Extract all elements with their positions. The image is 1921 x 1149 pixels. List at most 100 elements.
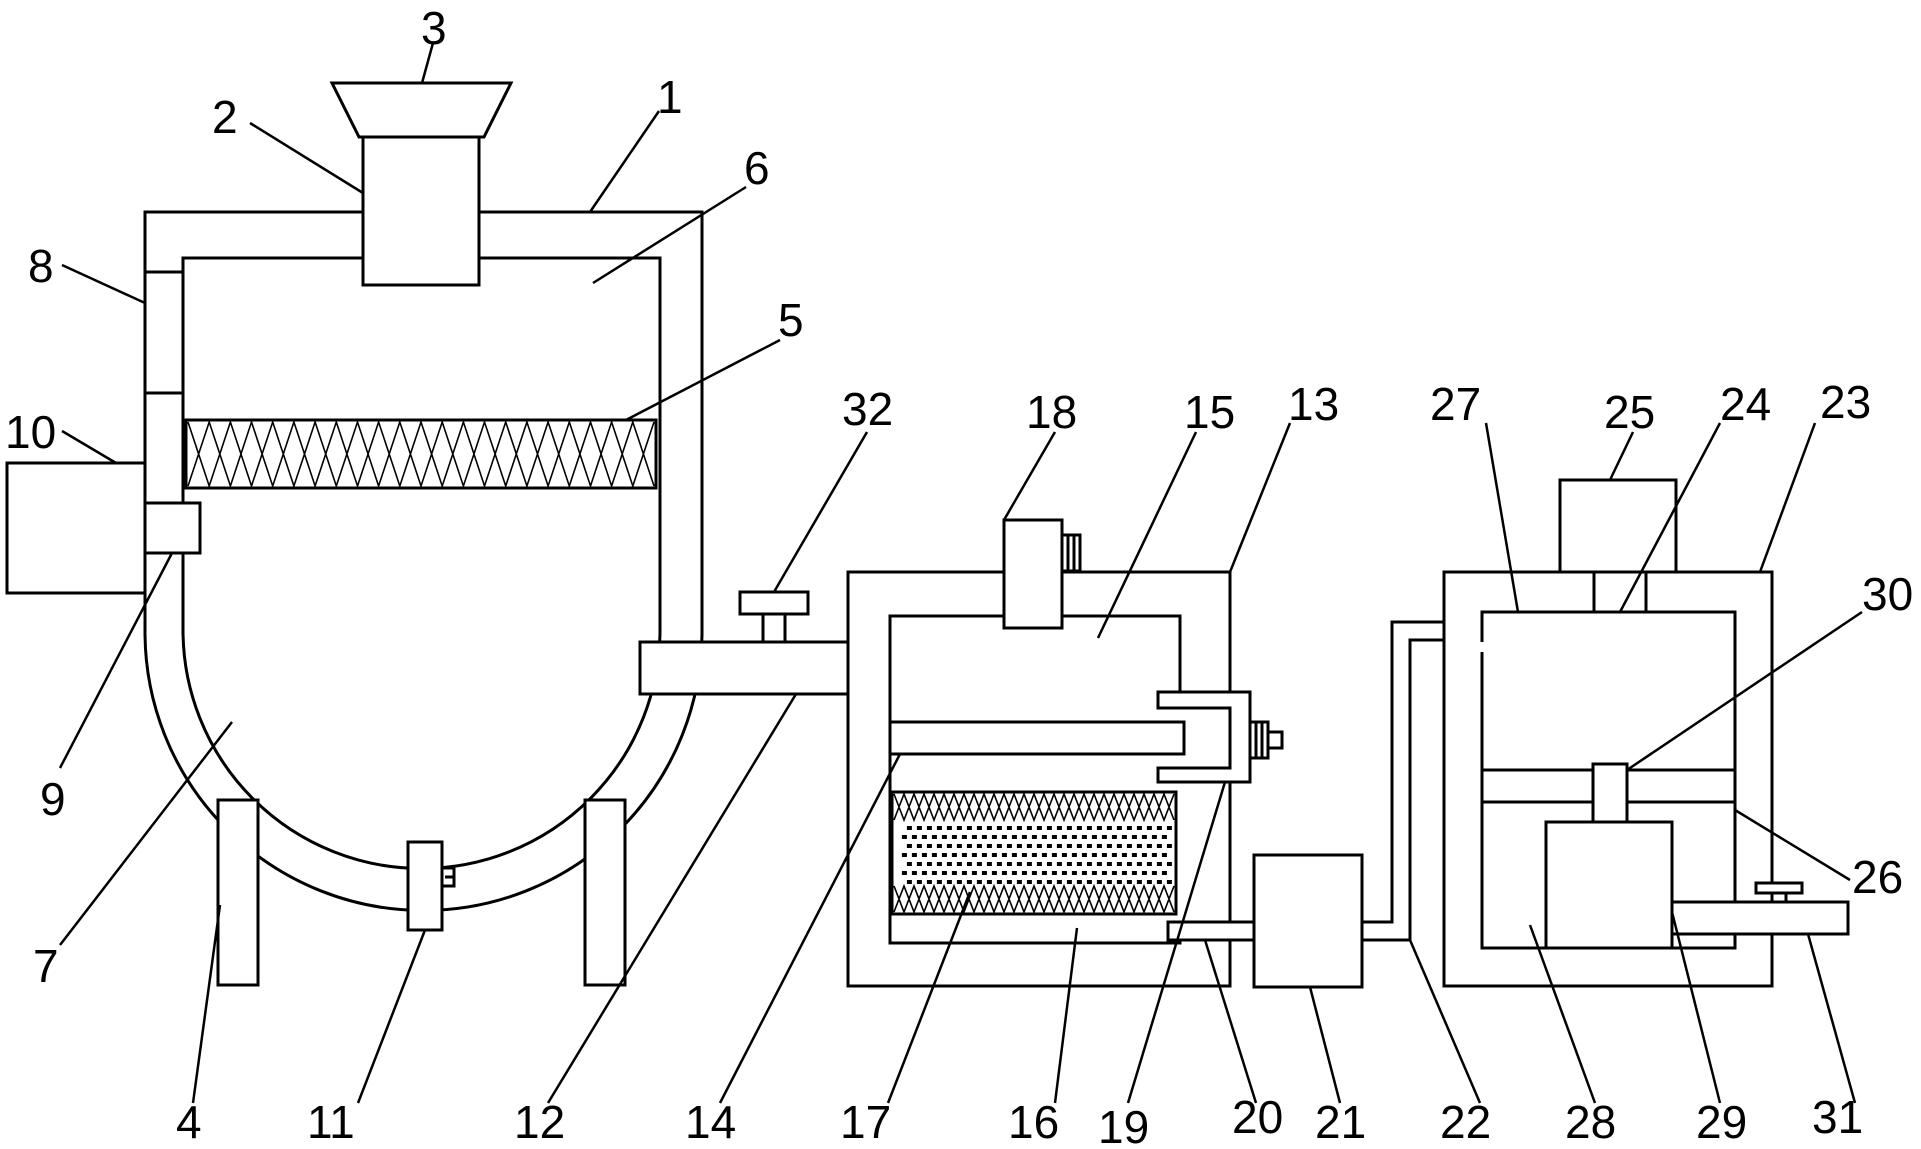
leader-28 bbox=[1528, 924, 1597, 1104]
label-4: 4 bbox=[176, 1096, 202, 1148]
cartridge-mesh-dot bbox=[951, 871, 957, 875]
cartridge-mesh-dot bbox=[1111, 853, 1117, 857]
leader-22 bbox=[1408, 939, 1482, 1104]
leader-24 bbox=[1618, 422, 1722, 613]
cartridge-mesh-dot bbox=[1026, 844, 1032, 848]
label-17: 17 bbox=[840, 1096, 891, 1148]
label-6: 6 bbox=[744, 142, 770, 194]
drawer-clamp-knob bbox=[1248, 720, 1270, 760]
cartridge-mesh-dot bbox=[1086, 880, 1092, 884]
cartridge-mesh-dot bbox=[1141, 871, 1147, 875]
cartridge-mesh-dot bbox=[1166, 826, 1172, 830]
label-16: 16 bbox=[1008, 1096, 1059, 1148]
cartridge-mesh-dot bbox=[946, 862, 952, 866]
cartridge-mesh-dot bbox=[1026, 862, 1032, 866]
cartridge-mesh-dot bbox=[1011, 853, 1017, 857]
cartridge-mesh-dot bbox=[1086, 844, 1092, 848]
cartridge-mesh-dot bbox=[981, 835, 987, 839]
cartridge-mesh-dot bbox=[906, 880, 912, 884]
cartridge-mesh-dot bbox=[1056, 844, 1062, 848]
hopper-funnel bbox=[329, 81, 514, 139]
cartridge-mesh-dot bbox=[1111, 835, 1117, 839]
cartridge-mesh-dot bbox=[956, 862, 962, 866]
label-2: 2 bbox=[212, 91, 238, 143]
cartridge-zigzag-band bbox=[893, 883, 1175, 915]
label-27: 27 bbox=[1430, 378, 1481, 430]
cartridge-mesh-dot bbox=[1141, 835, 1147, 839]
label-7: 7 bbox=[33, 940, 59, 992]
cartridge-mesh-dot bbox=[1161, 871, 1167, 875]
cartridge-mesh-dot bbox=[1146, 862, 1152, 866]
cartridge-mesh-dot bbox=[956, 844, 962, 848]
top-motor-body bbox=[1558, 478, 1678, 574]
label-22: 22 bbox=[1440, 1096, 1491, 1148]
cartridge-mesh-dot bbox=[1146, 880, 1152, 884]
cartridge-mesh-dot bbox=[1121, 853, 1127, 857]
leader-4 bbox=[191, 904, 222, 1104]
cartridge-mesh-dot bbox=[1076, 862, 1082, 866]
filter-mesh-pattern bbox=[187, 419, 655, 489]
cartridge-mesh-dot bbox=[1136, 826, 1142, 830]
feed-pipe bbox=[361, 135, 481, 287]
leader-27 bbox=[1484, 422, 1520, 613]
cartridge-mesh-dot bbox=[911, 871, 917, 875]
cartridge-mesh-dot bbox=[1131, 853, 1137, 857]
cartridge-mesh-dot bbox=[1046, 880, 1052, 884]
cartridge-mesh-dot bbox=[1051, 835, 1057, 839]
pump bbox=[1252, 853, 1364, 989]
cartridge-mesh-dot bbox=[1021, 835, 1027, 839]
cartridge-mesh-dot bbox=[906, 826, 912, 830]
cartridge-mesh-dot bbox=[1006, 844, 1012, 848]
left-leg bbox=[216, 798, 260, 987]
cartridge-mesh-dot bbox=[1141, 853, 1147, 857]
cartridge-mesh-dot bbox=[996, 844, 1002, 848]
cartridge-mesh-dot bbox=[936, 844, 942, 848]
cartridge-mesh-dot bbox=[1151, 853, 1157, 857]
drawer-clamp-pin bbox=[1266, 730, 1284, 750]
cartridge-mesh-dot bbox=[911, 853, 917, 857]
leader-26 bbox=[1734, 808, 1851, 882]
label-32: 32 bbox=[842, 383, 893, 435]
leader-16 bbox=[1053, 927, 1079, 1104]
cartridge-mesh-dot bbox=[976, 862, 982, 866]
cartridge-mesh-dot bbox=[1011, 835, 1017, 839]
label-30: 30 bbox=[1862, 568, 1913, 620]
cartridge-mesh-dot bbox=[1011, 871, 1017, 875]
cartridge-mesh-dot bbox=[911, 835, 917, 839]
cartridge-mesh-dot bbox=[926, 844, 932, 848]
cartridge-mesh-dot bbox=[1071, 871, 1077, 875]
cartridge-mesh-dot bbox=[971, 853, 977, 857]
label-15: 15 bbox=[1184, 386, 1235, 438]
leader-18 bbox=[1002, 431, 1057, 521]
cartridge-mesh-dot bbox=[1136, 844, 1142, 848]
cartridge-mesh-dot bbox=[1016, 880, 1022, 884]
cartridge-mesh-dot bbox=[1126, 880, 1132, 884]
cartridge-mesh-dot bbox=[966, 862, 972, 866]
agitator-motor bbox=[1544, 820, 1674, 950]
cartridge-mesh-dot bbox=[901, 835, 907, 839]
cartridge-mesh-dot bbox=[916, 826, 922, 830]
leader-2 bbox=[249, 121, 364, 195]
cartridge-mesh-dot bbox=[976, 826, 982, 830]
cartridge-mesh-dot bbox=[921, 853, 927, 857]
cartridge-mesh-dot bbox=[946, 826, 952, 830]
cartridge-mesh-dot bbox=[1041, 835, 1047, 839]
cartridge-mesh-dot bbox=[1096, 862, 1102, 866]
leader-15 bbox=[1096, 431, 1198, 639]
label-20: 20 bbox=[1232, 1091, 1283, 1143]
leader-1 bbox=[588, 110, 661, 213]
cartridge-mesh-dot bbox=[1016, 826, 1022, 830]
cartridge-mesh-dot bbox=[1136, 880, 1142, 884]
cartridge-mesh-dot bbox=[1036, 862, 1042, 866]
cartridge-mesh-dot bbox=[1116, 826, 1122, 830]
cartridge-mesh-dot bbox=[901, 871, 907, 875]
cartridge-mesh-dot bbox=[1021, 853, 1027, 857]
cartridge-mesh-dot bbox=[1006, 862, 1012, 866]
label-31: 31 bbox=[1812, 1091, 1863, 1143]
agitator-unit bbox=[1544, 762, 1674, 950]
cartridge-mesh-dot bbox=[1156, 862, 1162, 866]
leader-32 bbox=[772, 431, 869, 593]
cartridge-mesh-dot bbox=[1136, 862, 1142, 866]
leader-lines bbox=[58, 42, 1863, 1104]
cartridge-mesh-dot bbox=[1066, 844, 1072, 848]
